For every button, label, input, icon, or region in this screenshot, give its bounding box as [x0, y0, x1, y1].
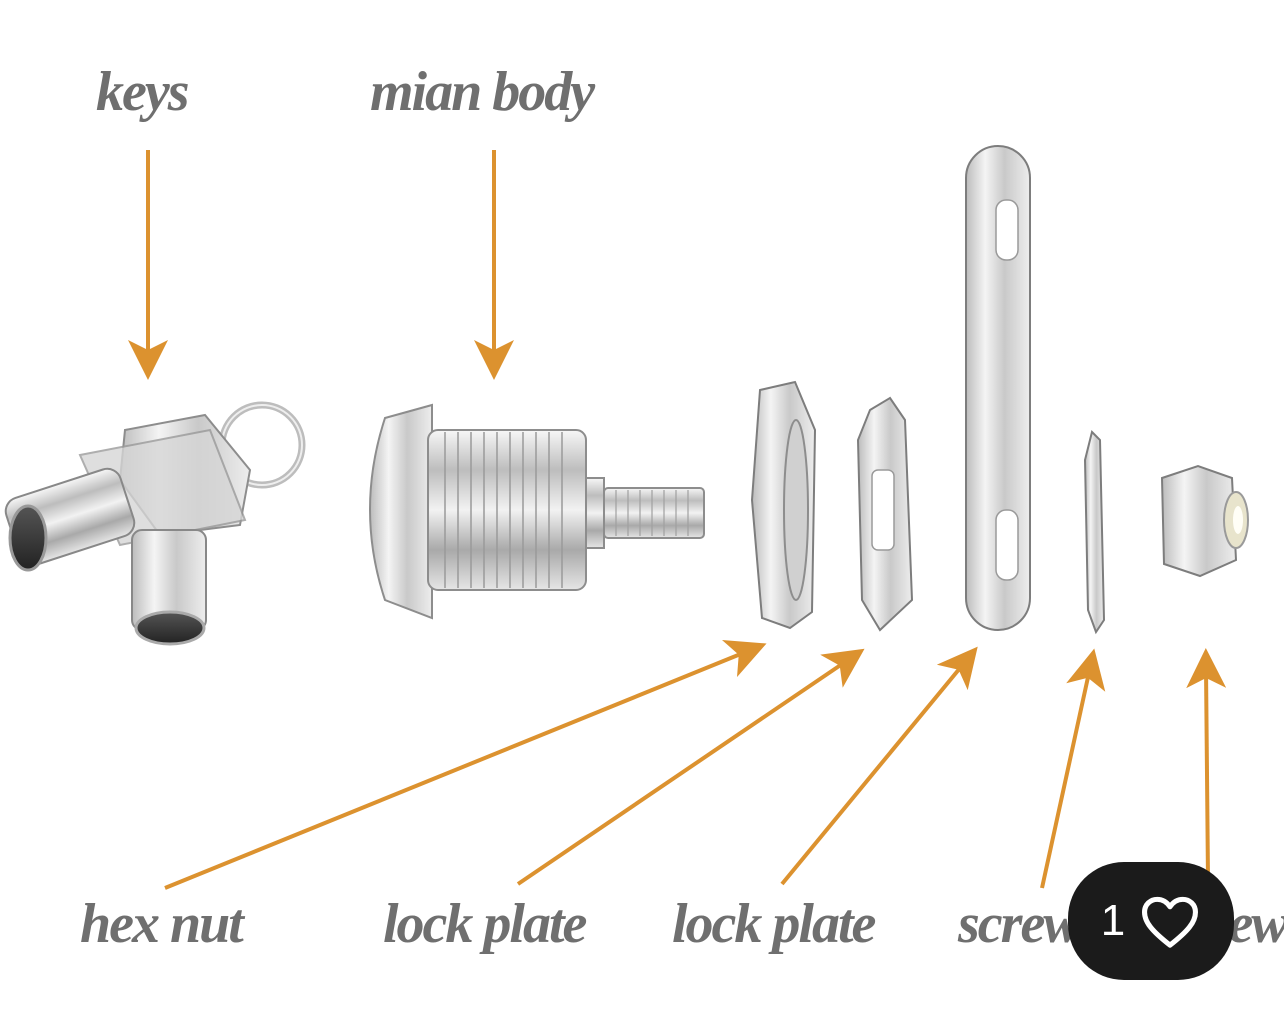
- lock-plate-2-illustration: [965, 145, 1031, 631]
- label-main-body: mian body: [370, 61, 595, 123]
- arrow-lock-plate-2: [780, 646, 978, 886]
- hex-nut-illustration: [750, 380, 817, 630]
- lock-nut-illustration: [1160, 464, 1249, 578]
- arrow-lock-plate-1: [516, 648, 865, 886]
- keys-illustration: [4, 401, 306, 646]
- arrow-hex-nut: [164, 640, 767, 890]
- main-body-illustration: [369, 403, 705, 620]
- label-hex-nut: hex nut: [80, 893, 244, 955]
- arrow-screw-2: [1186, 648, 1227, 881]
- label-lock-plate-1: lock plate: [383, 893, 587, 955]
- screw-illustration: [1083, 430, 1106, 635]
- label-keys: keys: [96, 61, 190, 123]
- label-lock-plate-2: lock plate: [672, 893, 876, 955]
- heart-outline-icon: [1142, 896, 1199, 948]
- arrows: [128, 150, 1227, 890]
- arrow-screw: [1040, 648, 1106, 889]
- lock-plate-1-illustration: [856, 396, 914, 632]
- label-screw: screw: [958, 893, 1081, 955]
- like-button[interactable]: 1: [1068, 862, 1234, 980]
- like-count: 1: [1100, 896, 1126, 945]
